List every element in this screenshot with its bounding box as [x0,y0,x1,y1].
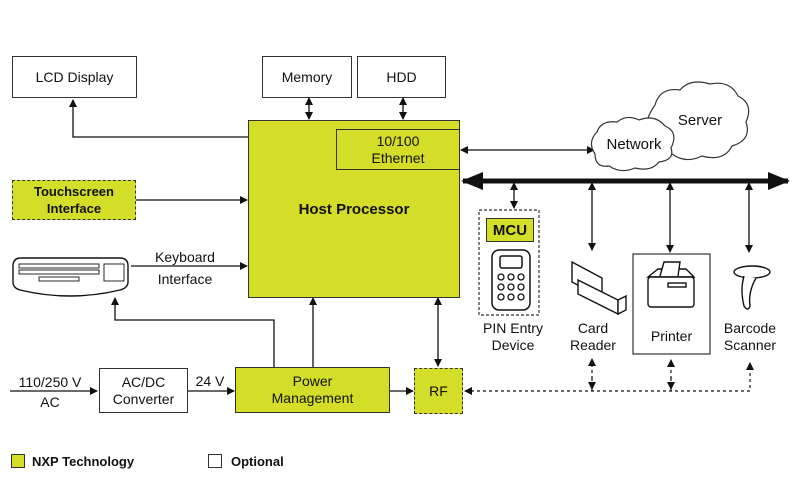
hdd-block: HDD [357,56,446,98]
ethernet-block: 10/100 Ethernet [336,129,460,170]
wire-host-lcd [69,99,248,138]
card-reader-label: Card Reader [570,320,616,353]
rf-block: RF [414,368,463,414]
server-label: Server [677,112,723,129]
keyboard-interface-label: Keyboard Interface [155,249,215,287]
memory-block: Memory [262,56,352,98]
wire-power-kbd [111,297,275,367]
hdd-label: HDD [386,68,417,85]
barcode-scanner-icon [733,265,771,310]
mcu-block: MCU [486,218,534,242]
lcd-display-block: LCD Display [12,56,137,98]
input-voltage-label: 110/250 V AC [18,374,82,410]
network-cloud [590,116,675,172]
lcd-label: LCD Display [35,68,114,85]
card-reader-icon [571,260,627,316]
pin-pad-icon [491,249,531,311]
barcode-scanner-label: Barcode Scanner [723,320,777,353]
ethernet-label-1: 10/100 [376,132,420,149]
network-label: Network [606,136,662,153]
acdc-converter-block: AC/DC Converter [99,368,188,413]
ethernet-label-2: Ethernet [371,149,425,166]
legend-nxp-swatch [11,454,25,468]
legend-nxp-label: NXP Technology [32,454,135,469]
printer-frame [632,253,711,355]
touchscreen-label-1: Touchscreen [34,184,114,199]
wireless-link [464,362,754,395]
host-label: Host Processor [298,200,410,218]
keyboard-icon [12,257,129,297]
touchscreen-block: Touchscreen Interface [12,180,136,220]
printer-label: Printer [650,328,693,344]
legend-optional-swatch [208,454,222,468]
memory-label: Memory [281,68,333,85]
touchscreen-label-2: Interface [46,201,102,216]
printer-icon [646,261,696,308]
pin-entry-label: PIN Entry Device [483,320,543,353]
dc-voltage-label: 24 V [195,373,225,389]
power-management-block: Power Management [235,367,390,413]
pin-optional-frame [478,209,540,316]
legend-optional-label: Optional [231,454,284,469]
